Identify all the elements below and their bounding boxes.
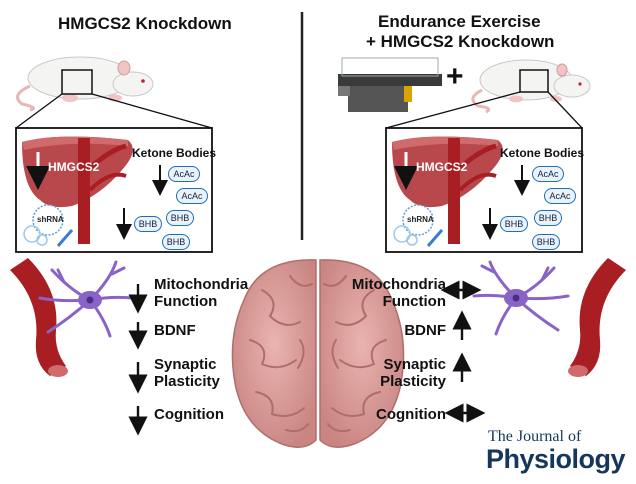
right-panel-title-line1: Endurance Exercise — [378, 12, 541, 31]
outcome-bdnf-left: BDNF — [154, 322, 196, 339]
hmgcs2-label-left: HMGCS2 — [48, 160, 100, 174]
blood-vessel-left — [10, 258, 66, 376]
right-panel-title-line2: + HMGCS2 Knockdown — [366, 32, 555, 51]
outcome-syn-left-line1: Synaptic — [154, 356, 217, 373]
journal-logo-line2: Physiology — [486, 444, 626, 474]
journal-logo-line1: The Journal of — [488, 428, 582, 445]
blood-vessel-right — [570, 258, 626, 376]
outcome-bdnf-right: BDNF — [404, 322, 446, 339]
shrna-label-right: shRNA — [407, 215, 434, 224]
pill-acac-1-left: AcAc — [168, 166, 200, 182]
outcome-cognition-right: Cognition — [376, 406, 446, 423]
pill-acac-1-right: AcAc — [532, 166, 564, 182]
outcome-mito-left-line1: Mitochondria — [154, 276, 249, 293]
virus-left-icon — [32, 204, 64, 236]
vessel-left — [78, 138, 90, 244]
outcome-mito-right-line2: Function — [382, 293, 446, 310]
outcome-cognition-left: Cognition — [154, 406, 224, 423]
outcome-syn-right-line1: Synaptic — [383, 356, 446, 373]
pill-bhb-3-left: BHB — [162, 234, 190, 250]
brain-icon — [231, 259, 405, 448]
rat-left-zoom-box — [61, 69, 93, 95]
plus-sign: + — [446, 60, 464, 93]
outcome-syn-left-line2: Plasticity — [154, 373, 220, 390]
treadmill-icon — [338, 57, 442, 112]
outcome-mito-left-line2: Function — [154, 293, 218, 310]
pill-acac-2-right: AcAc — [544, 188, 576, 204]
shrna-label-left: shRNA — [37, 215, 64, 224]
ketone-title-right: Ketone Bodies — [500, 146, 585, 160]
syringe-right-icon — [426, 229, 444, 247]
pill-bhb-1-right: BHB — [500, 216, 528, 232]
pill-bhb-2-right: BHB — [534, 210, 562, 226]
ketone-title-left: Ketone Bodies — [132, 146, 217, 160]
virus-right-icon — [402, 204, 434, 236]
rat-left-icon — [16, 56, 154, 112]
rat-right-zoom-box — [519, 69, 549, 93]
pill-bhb-2-left: BHB — [166, 210, 194, 226]
pill-acac-2-left: AcAc — [176, 188, 208, 204]
outcome-syn-right-line2: Plasticity — [380, 373, 446, 390]
outcome-mito-right-line1: Mitochondria — [351, 276, 446, 293]
rat-right-icon — [471, 59, 591, 114]
left-panel-title: HMGCS2 Knockdown — [58, 14, 232, 33]
hmgcs2-label-right: HMGCS2 — [416, 160, 468, 174]
vessel-right — [448, 138, 460, 244]
syringe-left-icon — [56, 229, 74, 247]
pill-bhb-1-left: BHB — [134, 216, 162, 232]
pill-bhb-3-right: BHB — [532, 234, 560, 250]
